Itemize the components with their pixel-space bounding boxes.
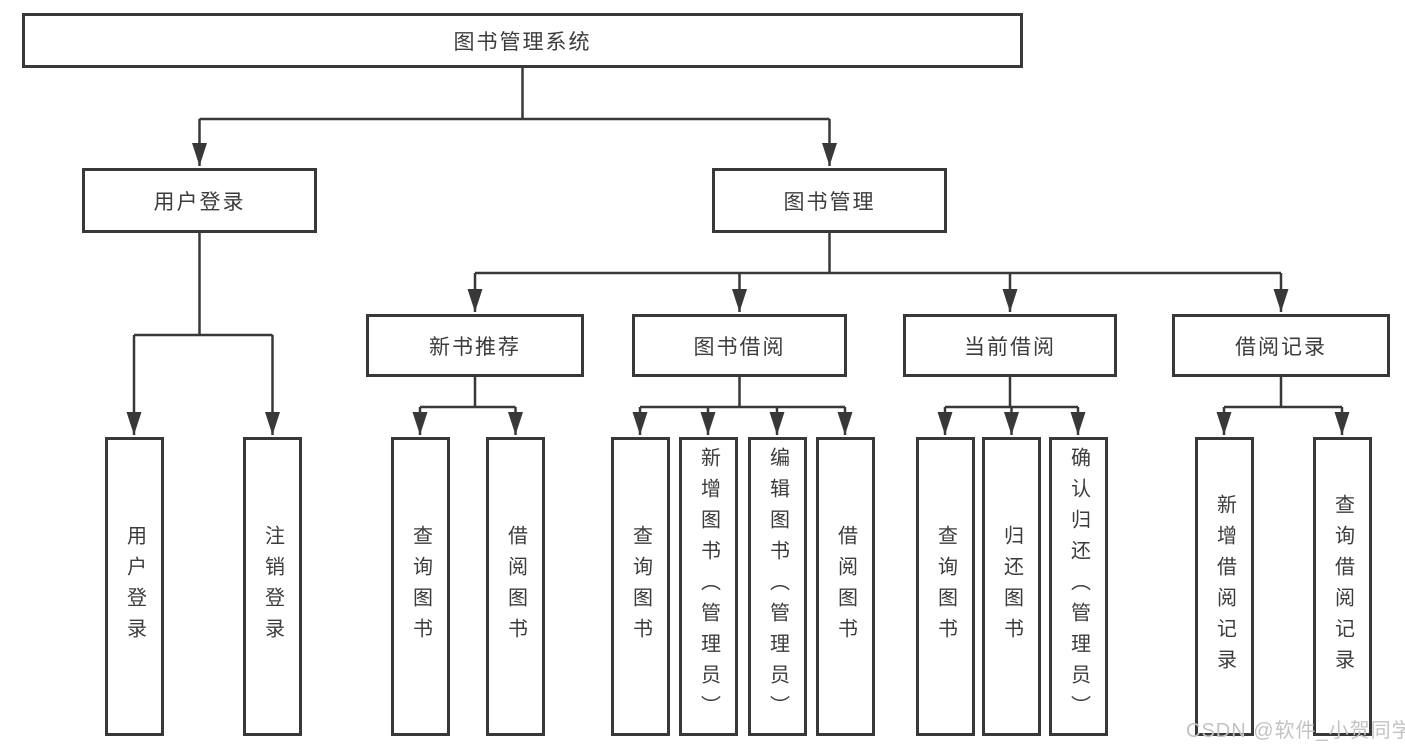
node-label: 查询图书 [934,524,957,649]
leaf-logout: 注销登录 [243,437,302,736]
node-label: 归还图书 [1000,524,1023,649]
node-label: 图书管理系统 [453,30,592,54]
leaf-add-borrow-record: 新增借阅记录 [1195,437,1254,736]
node-label: 借阅图书 [504,524,527,649]
node-label: 查询图书 [629,524,652,649]
node-label: 注销登录 [261,524,284,649]
leaf-edit-books-admin: 编辑图书（管理员） [748,437,807,736]
node-label: 用户登录 [153,190,246,214]
node-label: 确认归还（管理员） [1067,447,1090,726]
leaf-user-login: 用户登录 [105,437,164,736]
leaf-borrow-books: 借阅图书 [816,437,875,736]
leaf-confirm-return-admin: 确认归还（管理员） [1049,437,1108,736]
node-label: 编辑图书（管理员） [766,447,789,726]
node-label: 新增图书（管理员） [697,447,720,726]
leaf-query-books-borrow: 查询图书 [611,437,670,736]
node-label: 借阅图书 [834,524,857,649]
leaf-borrow-books-recommend: 借阅图书 [486,437,545,736]
node-current-borrowing: 当前借阅 [903,314,1117,377]
leaf-return-books: 归还图书 [982,437,1041,736]
node-label: 查询借阅记录 [1331,493,1354,680]
leaf-query-books-recommend: 查询图书 [391,437,450,736]
node-label: 新书推荐 [429,335,521,359]
node-library-management-system: 图书管理系统 [22,13,1023,68]
node-label: 用户登录 [123,524,146,649]
node-book-management: 图书管理 [712,168,947,233]
node-borrowing-records: 借阅记录 [1172,314,1390,377]
leaf-add-books-admin: 新增图书（管理员） [679,437,738,736]
leaf-query-borrow-record: 查询借阅记录 [1313,437,1372,736]
watermark: CSDN @软件_小贺同学 [1186,720,1405,742]
leaf-query-books-current: 查询图书 [916,437,975,736]
node-label: 查询图书 [409,524,432,649]
node-label: 当前借阅 [964,335,1056,359]
node-label: 借阅记录 [1235,335,1327,359]
node-label: 图书管理 [783,190,876,214]
node-label: 图书借阅 [693,335,786,359]
node-user-login: 用户登录 [82,168,317,233]
node-label: 新增借阅记录 [1213,493,1236,680]
node-new-book-recommendation: 新书推荐 [366,314,584,377]
node-book-borrowing: 图书借阅 [632,314,847,377]
